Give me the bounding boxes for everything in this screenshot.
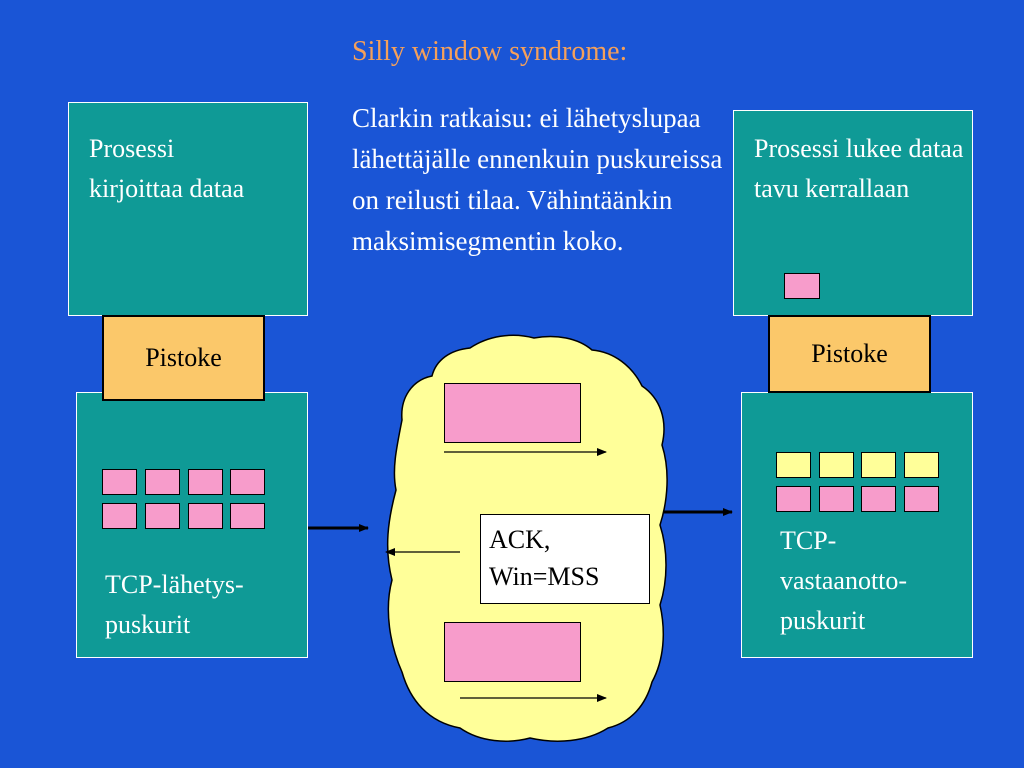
receive-buffer-cell [904,486,939,512]
description-text: Clarkin ratkaisu: ei lähetyslupaa lähett… [352,103,723,256]
left-process-text: Prosessi kirjoittaa dataa [89,134,245,203]
send-buffer-cell [102,469,137,495]
ack-line-1: ACK, [489,525,551,554]
right-buffer-box: TCP-vastaanotto-puskurit [741,392,973,658]
receive-buffer-free-cell [819,452,854,478]
receive-buffer-free-cell [776,452,811,478]
right-process-text: Prosessi lukee dataa tavu kerrallaan [754,134,964,203]
segment-top [444,383,581,443]
send-buffer-cell [102,503,137,529]
right-buffer-label: TCP-vastaanotto-puskurit [780,526,908,635]
send-buffer-cell [188,503,223,529]
receive-buffer-cell [776,486,811,512]
send-buffer-cell [145,469,180,495]
receive-buffer-free-cell [904,452,939,478]
receive-buffer-cell [861,486,896,512]
receive-buffer-free-cell [861,452,896,478]
send-buffer-cell [230,503,265,529]
send-buffer-cell [230,469,265,495]
left-process-box: Prosessi kirjoittaa dataa [68,102,308,316]
right-process-box: Prosessi lukee dataa tavu kerrallaan [733,110,973,316]
left-socket: Pistoke [102,315,265,401]
ack-box: ACK, Win=MSS [480,514,650,604]
receive-buffer-cell [819,486,854,512]
left-buffer-label: TCP-lähetys-puskurit [105,570,244,639]
segment-bottom [444,622,581,682]
send-buffer-cell [145,503,180,529]
ack-line-2: Win=MSS [489,562,600,591]
slide-title: Silly window syndrome: [352,36,628,67]
single-byte-segment [784,273,820,299]
send-buffer-cell [188,469,223,495]
right-socket: Pistoke [768,315,931,393]
